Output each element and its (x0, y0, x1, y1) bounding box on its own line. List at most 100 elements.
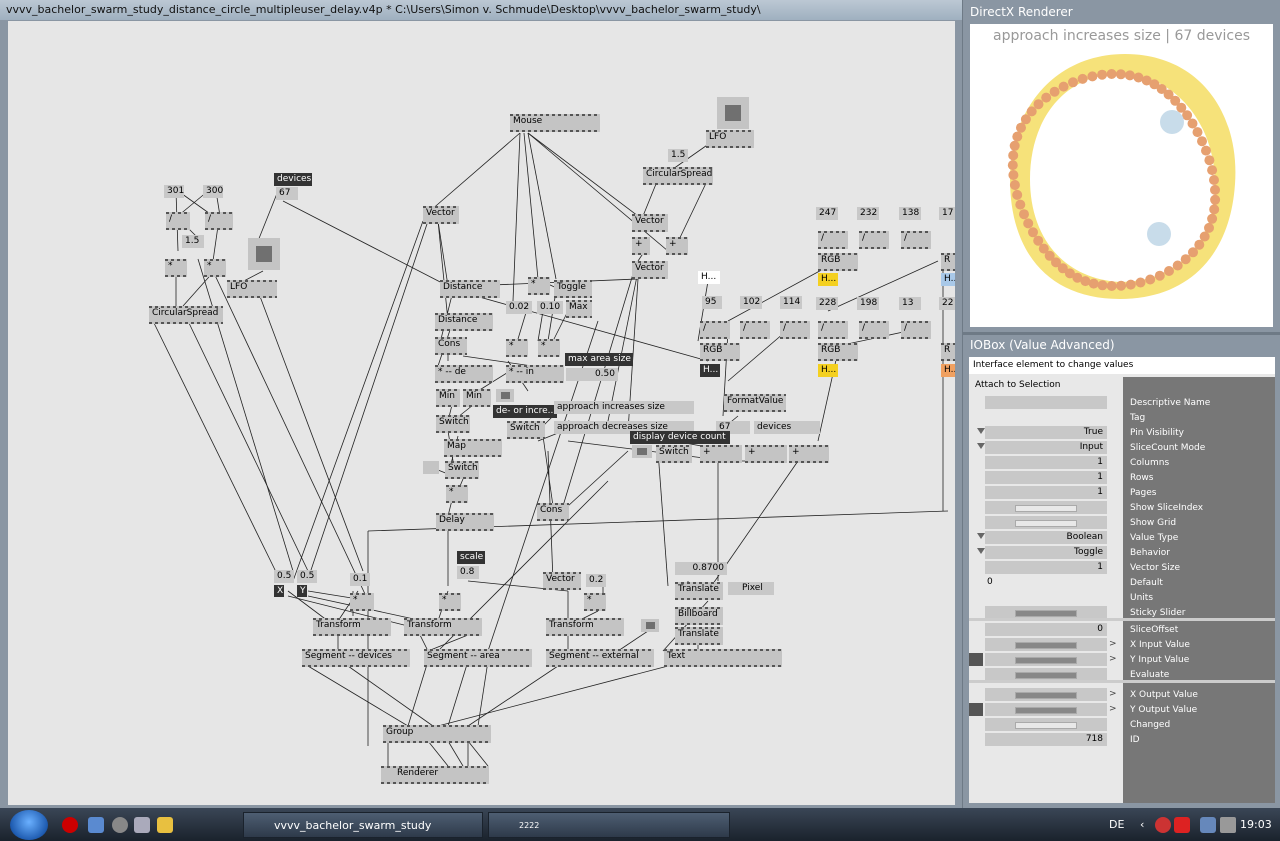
antivirus-icon[interactable] (1174, 817, 1190, 833)
inspector-value[interactable] (985, 718, 1107, 731)
iobox-1-5-top[interactable]: 1.5 (668, 149, 688, 162)
task-app-button[interactable]: 2222 (488, 812, 730, 838)
node-transform-a[interactable]: Transform (313, 618, 391, 636)
folder-icon[interactable] (157, 817, 173, 833)
dropdown-triangle-icon[interactable] (977, 533, 985, 539)
inspector-value[interactable] (985, 638, 1107, 651)
node-vector-d[interactable]: Vector (543, 572, 581, 590)
node-plus-e[interactable]: + (789, 445, 829, 463)
node-cons-a[interactable]: Cons (435, 337, 467, 355)
settings-icon[interactable] (112, 817, 128, 833)
iobox-95[interactable]: 95 (702, 296, 722, 309)
node-distance-b[interactable]: Distance (435, 313, 493, 331)
tool-icon[interactable] (134, 817, 150, 833)
inspector-value[interactable]: 1 (985, 486, 1107, 499)
node-delay[interactable]: Delay (436, 513, 494, 531)
node-mul-h[interactable]: * (584, 593, 606, 611)
toggle-display-count[interactable] (632, 445, 652, 458)
node-mul-b[interactable]: * (204, 259, 226, 277)
node-div-rgb-b1[interactable]: / (818, 231, 848, 249)
node-cons-b[interactable]: Cons (537, 503, 569, 521)
node-transform-c[interactable]: Transform (546, 618, 624, 636)
node-div-rgb-a3[interactable]: / (780, 321, 810, 339)
iobox-17[interactable]: 17 (939, 207, 955, 220)
opera-icon[interactable] (62, 817, 78, 833)
iobox-0-1[interactable]: 0.1 (350, 573, 370, 586)
node-vector-b[interactable]: Vector (632, 261, 668, 279)
iobox-247[interactable]: 247 (816, 207, 838, 220)
iobox-h-white[interactable]: H... (698, 271, 720, 284)
iobox-approach-increases[interactable]: approach increases size (554, 401, 694, 414)
node-div-rgb-b3[interactable]: / (901, 231, 931, 249)
node-map[interactable]: Map (444, 439, 502, 457)
inspector-value[interactable] (985, 688, 1107, 701)
node-segment-external[interactable]: Segment -- external (546, 649, 654, 667)
node-min-a[interactable]: Min (436, 389, 460, 407)
inspector-value[interactable] (985, 703, 1107, 716)
node-translate-b[interactable]: Translate (675, 627, 723, 645)
node-billboard[interactable]: Billboard (675, 607, 723, 625)
inspector-value[interactable]: Input (985, 441, 1107, 454)
inspector-value[interactable] (985, 396, 1107, 409)
node-translate-a[interactable]: Translate (675, 582, 723, 600)
inspector-value[interactable] (985, 516, 1107, 529)
iobox-0-8700[interactable]: 0.8700 (675, 562, 727, 575)
iobox-228[interactable]: 228 (816, 297, 838, 310)
node-mul-e[interactable]: * (446, 485, 468, 503)
node-rgb-b-partial[interactable]: R (941, 253, 955, 271)
start-button[interactable] (10, 810, 48, 840)
iobox-y-0-5[interactable]: 0.5 (297, 570, 317, 583)
tray-chevron-icon[interactable]: ‹ (1140, 818, 1145, 831)
node-plus-a[interactable]: + (632, 237, 650, 255)
patch-canvas[interactable]: Mouse LFO 1.5 CircularSpread Vector + + … (8, 21, 955, 805)
slider-bar[interactable] (1015, 642, 1077, 649)
slider-bar[interactable] (1015, 505, 1077, 512)
node-mul-d[interactable]: * (538, 339, 560, 357)
node-distance-a[interactable]: Distance (440, 280, 500, 298)
iobox-x-0-5[interactable]: 0.5 (274, 570, 294, 583)
node-mul-c[interactable]: * (506, 339, 528, 357)
node-mul-g[interactable]: * (439, 593, 461, 611)
inspector-value[interactable]: 0 (987, 577, 993, 587)
node-div-rgb-c2[interactable]: / (859, 321, 889, 339)
iobox-0-02[interactable]: 0.02 (506, 301, 532, 314)
node-segment-devices[interactable]: Segment -- devices (302, 649, 410, 667)
node-toggle[interactable]: Toggle (554, 280, 592, 298)
slider-bar[interactable] (1015, 520, 1077, 527)
iobox-1-5[interactable]: 1.5 (182, 235, 204, 248)
inspector-value[interactable] (985, 501, 1107, 514)
dropdown-pixel[interactable]: Pixel (728, 582, 774, 595)
slider-bar[interactable] (1015, 657, 1077, 664)
node-circularspread-top[interactable]: CircularSpread (643, 167, 713, 185)
node-min-b[interactable]: Min (463, 389, 491, 407)
iobox-138[interactable]: 138 (899, 207, 921, 220)
iobox-0-8[interactable]: 0.8 (457, 566, 479, 579)
iobox-114[interactable]: 114 (780, 296, 802, 309)
dropdown-triangle-icon[interactable] (977, 428, 985, 434)
node-lfo-left[interactable]: LFO (227, 280, 277, 298)
node-switch-b[interactable]: Switch (507, 421, 545, 439)
inspector-value[interactable]: True (985, 426, 1107, 439)
node-transform-b[interactable]: Transform (404, 618, 482, 636)
iobox-232[interactable]: 232 (857, 207, 879, 220)
language-indicator[interactable]: DE (1109, 818, 1125, 831)
iobox-67b[interactable]: 67 (716, 421, 750, 434)
node-renderer[interactable]: Renderer (381, 766, 489, 784)
inspector-value[interactable]: 0 (985, 623, 1107, 636)
node-mul-toggle[interactable]: * (528, 277, 550, 295)
iobox-198[interactable]: 198 (857, 297, 879, 310)
node-div-b[interactable]: / (205, 212, 233, 230)
node-plus-d[interactable]: + (745, 445, 787, 463)
node-text[interactable]: Text (664, 649, 782, 667)
iobox-22[interactable]: 22 (939, 297, 955, 310)
node-segment-area[interactable]: Segment -- area (424, 649, 532, 667)
node-vector-a[interactable]: Vector (632, 214, 668, 232)
slider-bar[interactable] (1015, 707, 1077, 714)
expand-arrow-icon[interactable]: > (1109, 689, 1117, 699)
iobox-102[interactable]: 102 (740, 296, 762, 309)
toggle-switch-c[interactable] (423, 461, 439, 474)
node-formatvalue[interactable]: FormatValue (724, 394, 786, 412)
iobox-301[interactable]: 301 (164, 185, 184, 198)
iobox-13[interactable]: 13 (899, 297, 921, 310)
node-plus-b[interactable]: + (666, 237, 688, 255)
